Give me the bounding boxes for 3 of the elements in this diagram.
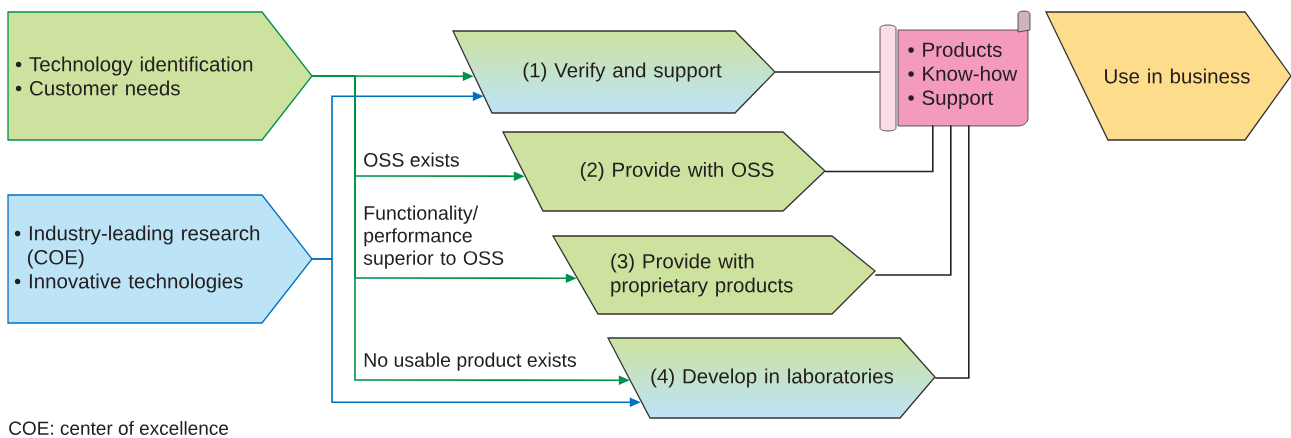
edge-label: No usable product exists bbox=[362, 351, 578, 372]
edge-label: OSS exists bbox=[362, 151, 461, 168]
note: COE: center of excellence bbox=[9, 421, 229, 435]
